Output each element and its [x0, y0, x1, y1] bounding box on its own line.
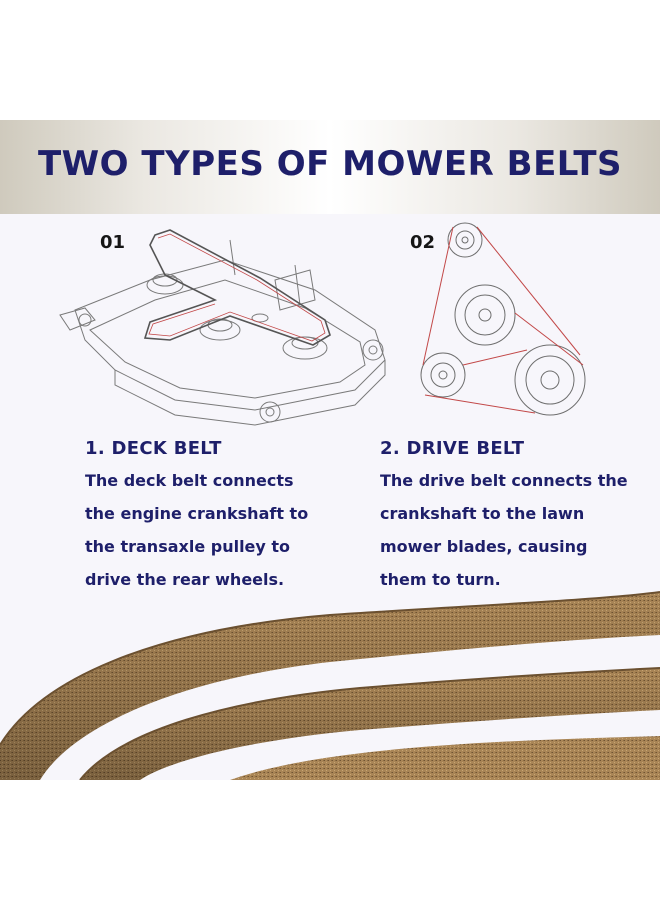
- deck-belt-heading: 1. DECK BELT: [85, 438, 222, 459]
- deck-belt-line-4: drive the rear wheels.: [85, 570, 285, 589]
- deck-belt-line-1: The deck belt connects: [85, 471, 294, 490]
- drive-belt-line-4: them to turn.: [380, 570, 501, 589]
- drive-belt-line-2: crankshaft to the lawn: [380, 504, 585, 523]
- deck-belt-description: The deck belt connects the engine cranks…: [85, 464, 308, 596]
- step-number-01: 01: [100, 232, 126, 253]
- title-banner: TWO TYPES OF MOWER BELTS: [0, 120, 660, 214]
- drive-belt-line-1: The drive belt connects the: [380, 471, 628, 490]
- belt-photo: [0, 591, 660, 780]
- deck-belt-line-2: the engine crankshaft to: [85, 504, 309, 523]
- deck-belt-diagram: [59, 229, 386, 426]
- infographic-panel: TWO TYPES OF MOWER BELTS 01 02: [0, 120, 660, 780]
- step-number-02: 02: [410, 232, 436, 253]
- drive-belt-heading: 2. DRIVE BELT: [380, 438, 525, 459]
- drive-belt-diagram: [420, 222, 586, 416]
- page-title: TWO TYPES OF MOWER BELTS: [37, 144, 623, 184]
- drive-belt-description: The drive belt connects the crankshaft t…: [380, 464, 628, 596]
- deck-belt-line-3: the transaxle pulley to: [85, 537, 291, 556]
- drive-belt-line-3: mower blades, causing: [380, 537, 588, 556]
